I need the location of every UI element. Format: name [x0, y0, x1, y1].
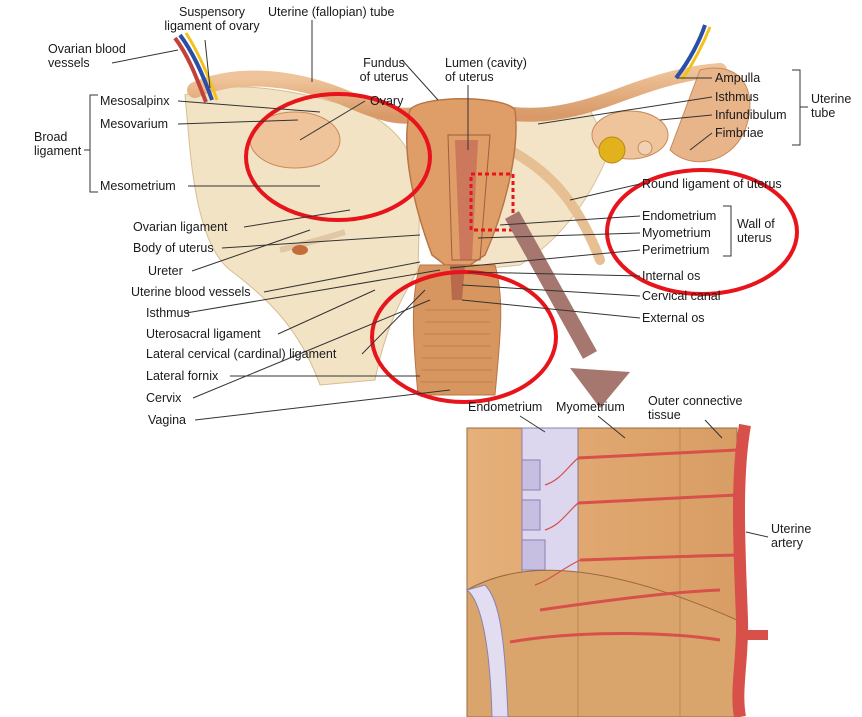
label-isthmus-right: Isthmus	[715, 90, 759, 104]
label-mesovarium: Mesovarium	[100, 117, 168, 131]
label-body-of-uterus: Body of uterus	[133, 241, 214, 255]
label-lumen: Lumen (cavity)of uterus	[445, 56, 545, 84]
follicle	[599, 137, 625, 163]
label-ovary: Ovary	[370, 94, 403, 108]
uterine-artery-vessel	[738, 425, 745, 717]
label-inset-endometrium: Endometrium	[468, 400, 542, 414]
label-ureter: Ureter	[148, 264, 183, 278]
label-mesosalpinx: Mesosalpinx	[100, 94, 169, 108]
label-uterosacral-ligament: Uterosacral ligament	[146, 327, 261, 341]
label-mesometrium: Mesometrium	[100, 179, 176, 193]
label-cervix: Cervix	[146, 391, 181, 405]
label-fimbriae: Fimbriae	[715, 126, 764, 140]
label-endometrium: Endometrium	[642, 209, 716, 223]
label-uterine-blood-vessels: Uterine blood vessels	[131, 285, 251, 299]
label-lateral-cervical-ligament: Lateral cervical (cardinal) ligament	[146, 347, 336, 361]
label-external-os: External os	[642, 311, 705, 325]
inset-uterine-wall	[467, 425, 768, 717]
label-myometrium: Myometrium	[642, 226, 711, 240]
label-ampulla: Ampulla	[715, 71, 760, 85]
label-inset-myometrium: Myometrium	[556, 400, 625, 414]
label-perimetrium: Perimetrium	[642, 243, 709, 257]
label-lateral-fornix: Lateral fornix	[146, 369, 218, 383]
label-vagina: Vagina	[148, 413, 186, 427]
label-infundibulum: Infundibulum	[715, 108, 787, 122]
label-cervical-canal: Cervical canal	[642, 289, 721, 303]
label-ovarian-ligament: Ovarian ligament	[133, 220, 228, 234]
label-internal-os: Internal os	[642, 269, 700, 283]
label-isthmus-left: Isthmus	[146, 306, 190, 320]
label-uterine-tube: Uterine (fallopian) tube	[268, 5, 394, 19]
label-round-ligament: Round ligament of uterus	[642, 177, 782, 191]
